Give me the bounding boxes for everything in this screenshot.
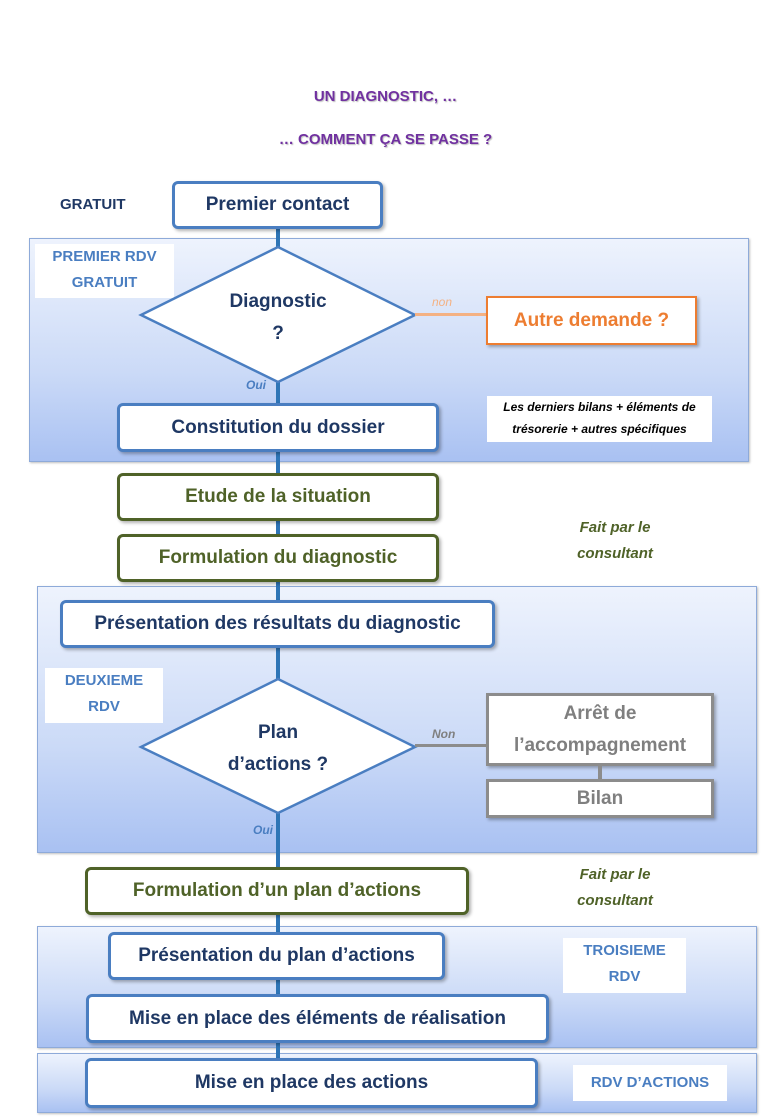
fait-par-consultant-note-2: Fait par le consultant [577,866,653,909]
bilan-box: Bilan [486,779,714,818]
formulation-plan-box: Formulation d’un plan d’actions [85,867,469,915]
non-connector-2 [415,744,487,747]
plan-actions-diamond [138,677,418,815]
arret-accompagnement-box: Arrêt de l’accompagnement [486,693,714,766]
non-label: non [432,295,453,309]
premier-rdv-label: PREMIER RDV GRATUIT [35,244,174,298]
title-line-2: … COMMENT ÇA SE PASSE ? [278,131,493,148]
presentation-resultats-box: Présentation des résultats du diagnostic [60,600,495,648]
oui-label-2: Oui [253,823,273,837]
deuxieme-rdv-label: DEUXIEME RDV [45,668,163,723]
arret-bilan-connector [598,766,602,780]
documents-note: Les derniers bilans + éléments de trésor… [487,396,712,442]
flow-connector [276,228,280,1098]
plan-actions-question: Plan d’actions ? [227,722,329,775]
autre-demande-box: Autre demande ? [486,296,697,345]
mise-elements-box: Mise en place des éléments de réalisatio… [86,994,549,1043]
rdv-actions-label: RDV D’ACTIONS [573,1065,727,1101]
non-label-2: Non [432,727,456,741]
diagnostic-diamond [138,245,418,384]
oui-label-1: Oui [246,378,266,392]
presentation-plan-box: Présentation du plan d’actions [108,932,445,980]
etude-situation-box: Etude de la situation [117,473,439,521]
title-line-1: UN DIAGNOSTIC, … [313,88,458,105]
formulation-diagnostic-box: Formulation du diagnostic [117,534,439,582]
non-connector [415,313,487,316]
gratuit-label: GRATUIT [60,196,126,213]
fait-par-consultant-note-1: Fait par le consultant [577,519,653,562]
troisieme-rdv-label: TROISIEME RDV [563,938,686,993]
diagnostic-question: Diagnostic ? [229,291,327,344]
constitution-dossier-box: Constitution du dossier [117,403,439,452]
mise-actions-box: Mise en place des actions [85,1058,538,1108]
premier-contact-box: Premier contact [172,181,383,229]
